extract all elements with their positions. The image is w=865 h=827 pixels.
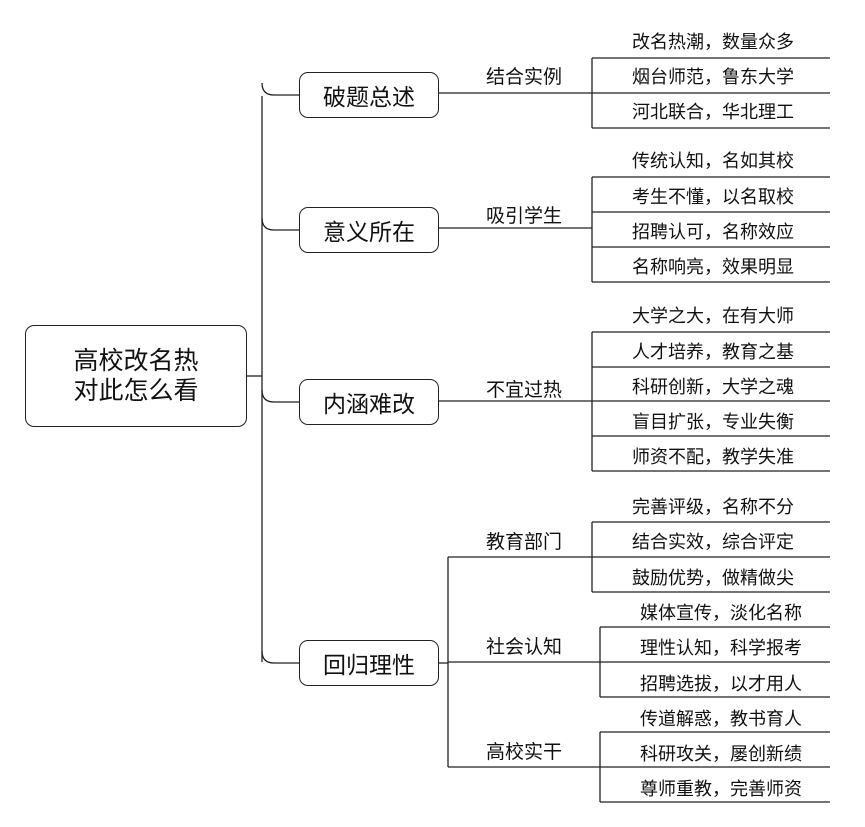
leaf-item: 名称响亮，效果明显: [632, 257, 794, 278]
branch-label: 意义所在: [323, 220, 415, 246]
group-label: 教育部门: [486, 531, 563, 553]
leaf-item: 河北联合，华北理工: [632, 102, 794, 123]
leaf-item: 传统认知，名如其校: [632, 151, 794, 172]
root-title-line2: 对此怎么看: [73, 376, 199, 405]
leaf-item: 理性认知，科学报考: [640, 638, 802, 659]
leaf-item: 考生不懂，以名取校: [632, 187, 794, 208]
leaf-item: 人才培养，教育之基: [632, 342, 794, 363]
branch-label: 回归理性: [323, 653, 415, 679]
branch-label: 破题总述: [323, 85, 415, 111]
leaf-item: 师资不配，教学失准: [632, 447, 794, 468]
branch-connector: [261, 217, 299, 231]
leaf-item: 盲目扩张，专业失衡: [632, 412, 794, 433]
leaf-item: 改名热潮，数量众多: [632, 32, 794, 53]
root-title-line1: 高校改名热: [73, 346, 199, 375]
group-label: 不宜过热: [486, 379, 563, 401]
leaf-item: 大学之大，在有大师: [632, 306, 794, 327]
leaf-item: 传道解惑，教书育人: [640, 709, 802, 730]
leaf-item: 完善评级，名称不分: [632, 497, 794, 518]
branch-label: 内涵难改: [323, 392, 415, 418]
branch-node-nei-han-nan-gai: 内涵难改: [299, 379, 439, 425]
leaf-item: 招聘选拔，以才用人: [640, 674, 802, 695]
branch-connector: [261, 650, 299, 664]
branch-node-po-ti-zong-shu: 破题总述: [299, 72, 439, 118]
group-label: 社会认知: [486, 636, 563, 658]
group-label: 吸引学生: [486, 205, 563, 227]
group-label: 高校实干: [486, 741, 563, 763]
leaf-item: 烟台师范，鲁东大学: [632, 67, 794, 88]
branch-node-hui-gui-li-xing: 回归理性: [299, 640, 439, 686]
branch-node-yi-yi-suo-zai: 意义所在: [299, 207, 439, 253]
leaf-item: 科研攻关，屡创新绩: [640, 744, 802, 765]
leaf-item: 媒体宣传，淡化名称: [640, 603, 802, 624]
leaf-item: 招聘认可，名称效应: [632, 222, 794, 243]
leaf-item: 结合实效，综合评定: [632, 532, 794, 553]
leaf-item: 尊师重教，完善师资: [640, 779, 802, 800]
leaf-item: 鼓励优势，做精做尖: [632, 568, 794, 589]
branch-connector: [261, 82, 299, 96]
group-label: 结合实例: [486, 66, 563, 88]
leaf-item: 科研创新，大学之魂: [632, 377, 794, 398]
branch-connector: [261, 389, 299, 403]
root-node: 高校改名热 对此怎么看: [25, 325, 247, 427]
